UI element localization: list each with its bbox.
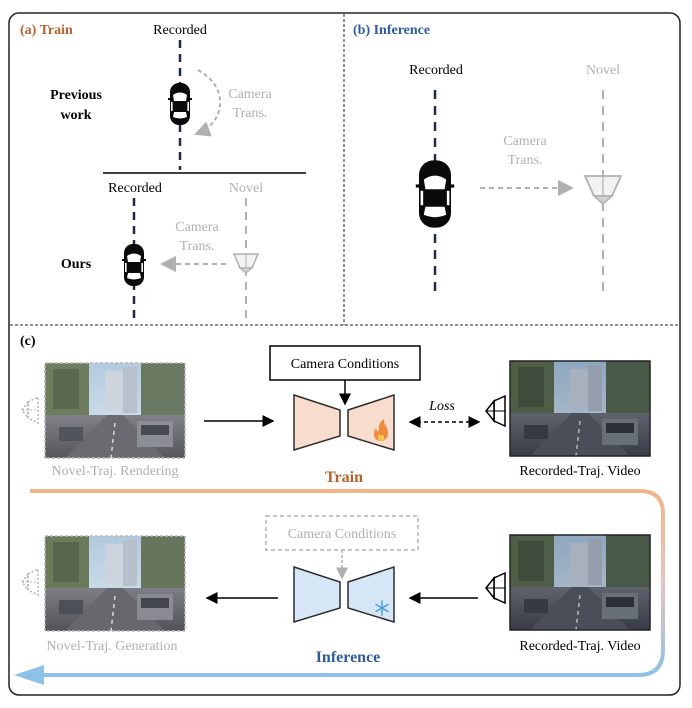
previous-work-label-line1: Previous	[50, 88, 102, 103]
camera-trans-label-previous-line1: Camera	[228, 87, 272, 102]
recorded-traj-video-image-train	[509, 360, 651, 457]
camera-trans-label-inference-line2: Trans.	[508, 153, 543, 168]
recorded-label-inference: Recorded	[409, 63, 463, 78]
camera-conditions-box-train	[269, 345, 421, 381]
camera-conditions-label-train: Camera Conditions	[291, 357, 400, 372]
camera-trans-label-ours-line1: Camera	[175, 220, 219, 235]
panel-a: (a) Train Recorded Camera Trans. Previou…	[20, 23, 306, 320]
previous-work-label-line2: work	[60, 108, 91, 123]
panel-c: (c) Novel-Traj. Rendering Camera Conditi…	[14, 334, 665, 685]
novel-label-inference: Novel	[586, 63, 620, 78]
loss-label: Loss	[428, 399, 455, 414]
snowflake-icon	[375, 600, 389, 616]
camera-icon-generation	[21, 567, 39, 597]
video-model-train	[293, 393, 395, 452]
recorded-label-ours: Recorded	[108, 181, 162, 196]
car-icon-previous	[168, 83, 192, 125]
novel-traj-generation-image	[44, 535, 186, 632]
panel-c-title: (c)	[20, 334, 36, 349]
recorded-traj-video-caption-inference: Recorded-Traj. Video	[519, 639, 640, 654]
camera-conditions-box-inference	[265, 515, 419, 551]
fire-icon	[373, 419, 388, 441]
camera-icon-recorded-inference	[485, 571, 506, 605]
camera-conditions-label-inference: Camera Conditions	[288, 527, 397, 542]
figure-frame	[8, 12, 681, 696]
camera-trans-arc-arrow	[194, 69, 222, 137]
ours-label: Ours	[61, 257, 92, 272]
camera-trans-label-ours-line2: Trans.	[180, 239, 215, 254]
recorded-label-previous: Recorded	[153, 23, 207, 38]
novel-traj-rendering-image	[44, 362, 186, 459]
novel-traj-rendering-caption: Novel-Traj. Rendering	[51, 464, 178, 479]
novel-label-ours: Novel	[229, 181, 263, 196]
camera-icon-novel-inference	[583, 175, 623, 206]
camera-trans-label-previous-line2: Trans.	[233, 106, 268, 121]
panel-b: (b) Inference Recorded Novel Camera Tran…	[353, 23, 623, 296]
camera-trans-label-inference-line1: Camera	[503, 134, 547, 149]
novel-traj-generation-caption: Novel-Traj. Generation	[47, 639, 178, 654]
train-inference-flow-bar	[30, 489, 665, 677]
car-icon-inference	[415, 160, 455, 228]
camera-icon-recorded-train	[485, 394, 506, 428]
video-model-inference	[293, 565, 395, 624]
recorded-traj-video-caption-train: Recorded-Traj. Video	[519, 464, 640, 479]
inference-label: Inference	[316, 649, 381, 666]
recorded-traj-video-image-inference	[509, 534, 651, 631]
flow-bar-arrowhead	[14, 665, 44, 685]
panel-b-title: (b) Inference	[353, 23, 430, 38]
camera-icon-novel-ours	[232, 253, 260, 274]
panel-a-title: (a) Train	[20, 23, 73, 38]
camera-icon-rendering	[21, 395, 39, 425]
car-icon-ours	[122, 244, 146, 286]
train-label: Train	[325, 469, 363, 486]
